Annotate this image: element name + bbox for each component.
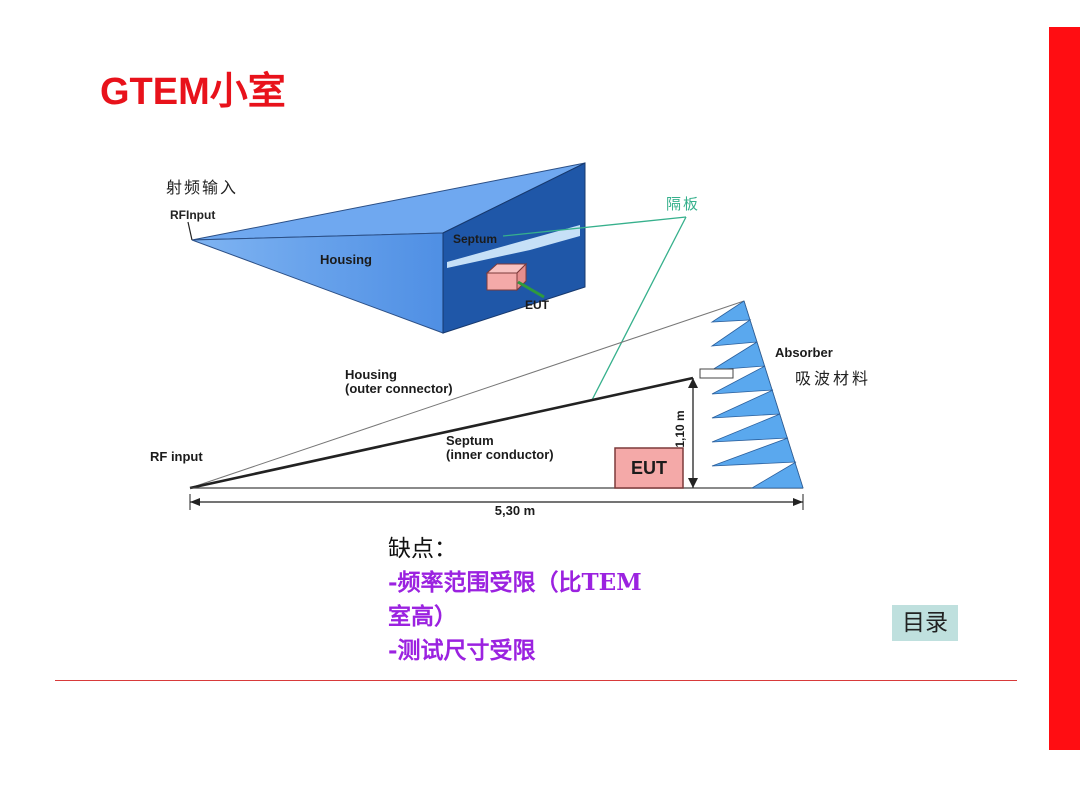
right-accent-bar: [1049, 27, 1080, 750]
slide-title: GTEM小室: [100, 71, 286, 113]
rf-input-leader: [187, 221, 193, 241]
septum-label-line2: (inner conductor): [446, 447, 554, 462]
eut-pointer-arrow: [517, 280, 545, 299]
rf-input-en-label: RFInput: [170, 208, 215, 222]
bottom-divider: [55, 680, 1017, 681]
disadvantage-item-2: -测试尺寸受限: [388, 637, 536, 664]
eut-box: [614, 447, 684, 489]
length-dimension-label: 5,30 m: [495, 503, 535, 518]
partition-cn-label: 隔板: [666, 195, 700, 213]
eut-box-3d: [485, 262, 528, 292]
septum-absorber-wedge: [699, 368, 734, 379]
absorber-wedges: [710, 300, 804, 489]
housing-label-top: Housing: [320, 252, 372, 267]
housing-side-face: [191, 232, 444, 334]
septum-label-top: Septum: [453, 232, 497, 246]
housing-label-line2: (outer connector): [345, 381, 453, 396]
eut-label-top: EUT: [525, 298, 550, 312]
gtem-3d-view: [187, 162, 586, 334]
absorber-en-label: Absorber: [775, 345, 833, 360]
table-of-contents-button[interactable]: 目录: [892, 605, 958, 641]
disadvantage-item-1-line1: -频率范围受限（比TEM: [388, 569, 642, 596]
height-dimension-label: 1,10 m: [673, 410, 687, 447]
disadvantages-heading: 缺点：: [388, 536, 457, 562]
septum-plate: [447, 225, 580, 268]
housing-outer-line: [189, 300, 745, 489]
disadvantages-notes: 缺点： -频率范围受限（比TEM 室高） -测试尺寸受限: [388, 532, 688, 668]
septum-inner-line: [189, 376, 694, 490]
absorber-cn-label: 吸波材料: [795, 369, 871, 388]
height-dimension: [688, 378, 698, 488]
rf-input-cn-label: 射频输入: [166, 178, 238, 197]
housing-label-line1: Housing: [345, 367, 397, 382]
length-dimension: [189, 494, 804, 510]
disadvantage-item-1-line2: 室高）: [388, 603, 457, 630]
eut-label-side: EUT: [631, 458, 667, 478]
septum-label-line1: Septum: [446, 433, 494, 448]
rf-input-label-side: RF input: [150, 449, 203, 464]
gtem-side-section: [189, 300, 804, 510]
partition-callout: [502, 216, 687, 401]
